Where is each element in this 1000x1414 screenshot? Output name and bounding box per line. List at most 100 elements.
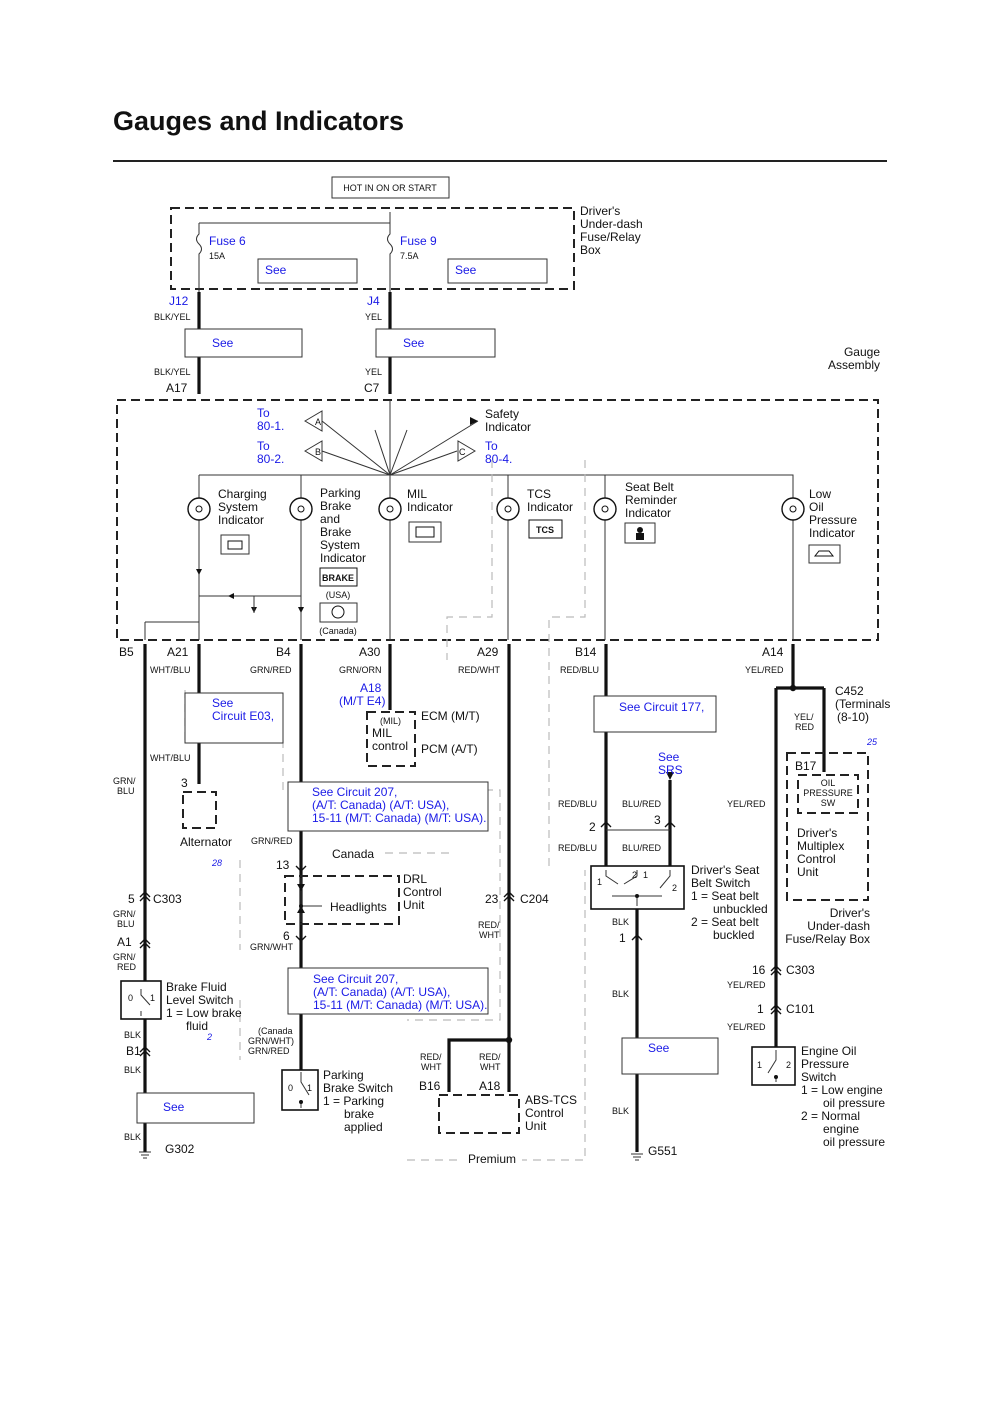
svg-text:(MIL): (MIL) [380, 716, 401, 726]
ground-g551: G551 [631, 1144, 678, 1161]
svg-text:SRS[interactable]: SRS [658, 763, 683, 777]
svg-text:1 = Low brake: 1 = Low brake [166, 1006, 242, 1020]
svg-text:BLK: BLK [124, 1065, 141, 1075]
svg-text:See[interactable]: See [163, 1100, 185, 1114]
tcs-indicator: TCS Indicator TCS [496, 475, 573, 640]
svg-text:1 = Parking: 1 = Parking [323, 1094, 384, 1108]
svg-text:Pressure: Pressure [801, 1057, 849, 1071]
svg-text:(8-10): (8-10) [837, 710, 869, 724]
svg-text:BLK: BLK [124, 1030, 141, 1040]
svg-text:RED/BLU: RED/BLU [558, 843, 597, 853]
title-rule [113, 160, 887, 162]
svg-text:WHT: WHT [421, 1062, 442, 1072]
svg-text:15-11 (M/T: Canada) (M/T: USA)[interactable]: 15-11 (M/T: Canada) (M/T: USA). [312, 811, 487, 825]
svg-text:See Circuit 207,[interactable]: See Circuit 207, [312, 785, 397, 799]
svg-text:2: 2 [589, 820, 596, 834]
ground-g302: G302 [139, 1142, 195, 1159]
svg-text:Low: Low [809, 487, 831, 501]
svg-text:Pressure: Pressure [809, 513, 857, 527]
svg-text:See[interactable]: See [212, 336, 234, 350]
svg-text:1: 1 [597, 877, 602, 887]
svg-text:3: 3 [654, 813, 661, 827]
abs-tcs-control-unit [438, 1094, 520, 1134]
ecm-pcm-mil-control [366, 711, 416, 767]
gauge-terminals: B5 A21 B4 A30 A29 B14 A14 [119, 645, 784, 659]
fuse-6-amps: 15A [209, 251, 225, 261]
svg-text:GRN/RED: GRN/RED [248, 1046, 290, 1056]
svg-text:(A/T: Canada) (A/T: USA),[interactable]: (A/T: Canada) (A/T: USA), [313, 985, 450, 999]
svg-text:Alternator: Alternator [180, 835, 232, 849]
svg-text:BLU/RED: BLU/RED [622, 843, 662, 853]
svg-text:Driver's Seat: Driver's Seat [691, 863, 760, 877]
fuse-9-label: Fuse 9 [400, 234, 437, 248]
svg-text:OIL: OIL [821, 778, 836, 788]
svg-text:1: 1 [307, 1083, 312, 1093]
svg-text:15-11 (M/T: Canada) (M/T: USA)[interactable]: 15-11 (M/T: Canada) (M/T: USA). [313, 998, 488, 1012]
svg-text:See[interactable]: See [212, 696, 234, 710]
svg-text:engine: engine [823, 1122, 859, 1136]
svg-text:A21: A21 [167, 645, 189, 659]
seat-belt-reminder-indicator: Seat Belt Reminder Indicator [593, 475, 677, 640]
svg-text:1: 1 [643, 870, 648, 880]
svg-text:Parking: Parking [323, 1068, 364, 1082]
svg-text:80-2.: 80-2. [257, 452, 284, 466]
svg-text:buckled: buckled [713, 928, 754, 942]
svg-text:3: 3 [181, 776, 188, 790]
svg-text:Seat Belt: Seat Belt [625, 480, 674, 494]
svg-text:unbuckled: unbuckled [713, 902, 768, 916]
svg-text:YEL/: YEL/ [794, 712, 814, 722]
fuse-6-see[interactable]: See [265, 263, 287, 277]
svg-text:Brake Fluid: Brake Fluid [166, 980, 227, 994]
see-circuit-207-box-a [287, 781, 489, 832]
svg-text:(Canada): (Canada) [319, 626, 357, 636]
svg-text:2: 2 [786, 1060, 791, 1070]
svg-text:0: 0 [288, 1083, 293, 1093]
svg-text:Circuit E03,[interactable]: Circuit E03, [212, 709, 274, 723]
svg-text:To: To [485, 439, 498, 453]
svg-text:A29: A29 [477, 645, 499, 659]
svg-text:25: 25 [866, 737, 878, 747]
svg-text:See Circuit 207,[interactable]: See Circuit 207, [313, 972, 398, 986]
svg-text:Headlights: Headlights [330, 900, 387, 914]
svg-text:Fuse/Relay: Fuse/Relay [580, 230, 641, 244]
svg-text:0: 0 [128, 993, 133, 1003]
svg-text:Gauge: Gauge [844, 345, 880, 359]
svg-text:YEL/RED: YEL/RED [727, 980, 766, 990]
hot-in-on-box [331, 176, 450, 199]
connector-c: C [457, 440, 476, 462]
svg-text:SW: SW [821, 798, 836, 808]
svg-text:See[interactable]: See [403, 336, 425, 350]
svg-text:fluid: fluid [186, 1019, 208, 1033]
svg-text:Control: Control [797, 852, 836, 866]
svg-text:GRN/RED: GRN/RED [250, 665, 292, 675]
svg-text:B14: B14 [575, 645, 597, 659]
svg-text:(A/T: Canada) (A/T: USA),[interactable]: (A/T: Canada) (A/T: USA), [312, 798, 449, 812]
svg-text:Brake Switch: Brake Switch [323, 1081, 393, 1095]
svg-text:GRN/RED: GRN/RED [251, 836, 293, 846]
svg-text:BLU: BLU [117, 919, 135, 929]
fuse-9-see[interactable]: See [455, 263, 477, 277]
connector-j4: J4 [367, 294, 380, 308]
svg-text:Reminder: Reminder [625, 493, 677, 507]
svg-text:Level Switch: Level Switch [166, 993, 233, 1007]
svg-text:See Circuit 177,[interactable]: See Circuit 177, [619, 700, 704, 714]
svg-text:applied: applied [344, 1120, 383, 1134]
drivers-multiplex-control-unit [786, 752, 869, 901]
svg-text:Indicator: Indicator [218, 513, 264, 527]
svg-text:YEL: YEL [365, 312, 382, 322]
svg-text:2 = Normal: 2 = Normal [801, 1109, 860, 1123]
svg-text:See[interactable]: See [648, 1041, 670, 1055]
svg-text:RED/: RED/ [478, 920, 500, 930]
svg-text:Parking: Parking [320, 486, 361, 500]
svg-text:PCM (A/T): PCM (A/T) [421, 742, 478, 756]
svg-text:BLU/RED: BLU/RED [622, 799, 662, 809]
svg-text:See[interactable]: See [658, 750, 680, 764]
svg-text:(Terminals: (Terminals [835, 697, 890, 711]
wire-a29 [447, 644, 511, 1092]
fuse-6-symbol [196, 223, 202, 292]
svg-text:Fuse/Relay Box: Fuse/Relay Box [785, 932, 870, 946]
svg-text:1: 1 [619, 931, 626, 945]
drl-control-unit [284, 875, 400, 925]
svg-text:BLK: BLK [124, 1132, 141, 1142]
svg-text:TCS: TCS [527, 487, 551, 501]
